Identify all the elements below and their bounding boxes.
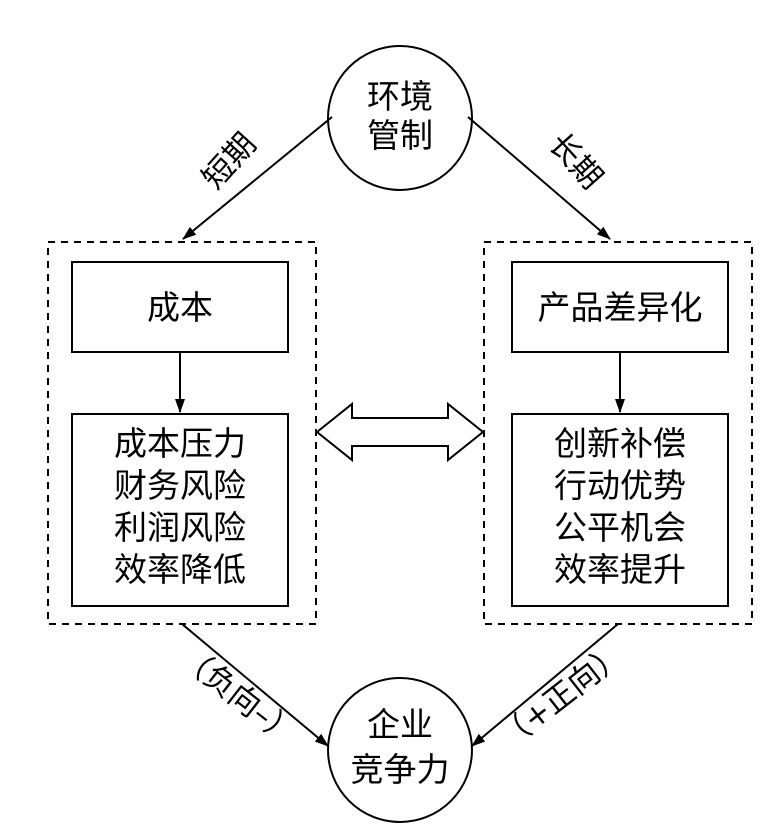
cost-effect-2: 财务风险 (114, 466, 246, 505)
cost-effect-3: 利润风险 (114, 508, 246, 547)
long-term-label: 长期 (541, 126, 609, 196)
arrow-long-term (467, 116, 611, 240)
cost-label: 成本 (147, 288, 213, 327)
environment-circle (327, 45, 473, 191)
cost-effects-box (71, 413, 289, 607)
competitiveness-label-line1: 企业 (367, 705, 433, 744)
cost-effect-4: 效率降低 (114, 550, 246, 589)
cost-box (71, 261, 289, 353)
environment-label-line2: 管制 (367, 116, 433, 155)
arrow-positive (471, 623, 619, 747)
short-term-label: 短期 (195, 126, 263, 196)
arrow-short-term (182, 116, 333, 240)
double-arrow-icon (315, 401, 485, 463)
diff-effects-box (511, 413, 729, 607)
competitiveness-circle (327, 677, 473, 823)
differentiation-label: 产品差异化 (538, 288, 703, 327)
positive-label: （+正向） (492, 636, 632, 757)
diff-effect-2: 行动优势 (554, 466, 686, 505)
cost-effect-1: 成本压力 (114, 424, 246, 463)
diff-effect-4: 效率提升 (554, 550, 686, 589)
negative-label: （负向–） (172, 639, 304, 753)
environment-label-line1: 环境 (367, 77, 433, 116)
arrow-negative (181, 623, 329, 747)
diff-effect-1: 创新补偿 (554, 424, 686, 463)
diff-effect-3: 公平机会 (554, 508, 686, 547)
competitiveness-label-line2: 竞争力 (351, 750, 450, 789)
